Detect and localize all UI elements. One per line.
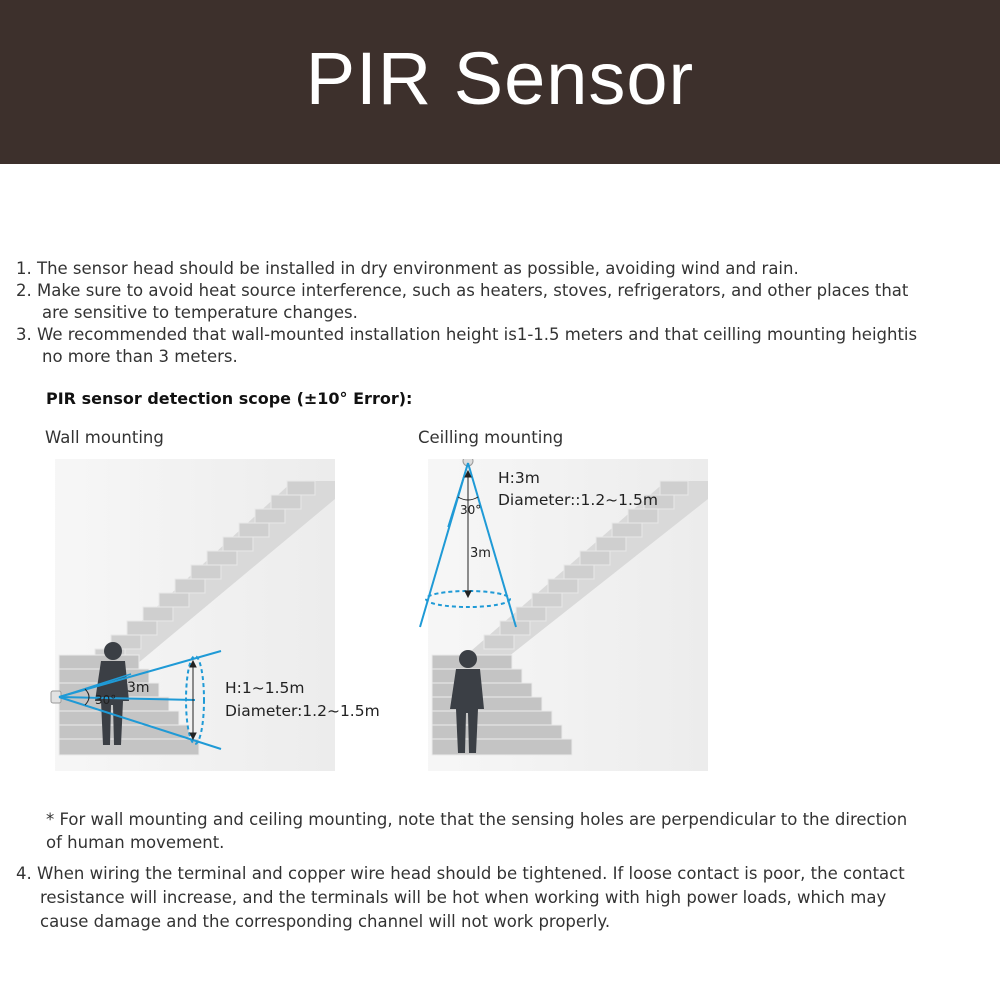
note-2: 2. Make sure to avoid heat source interf… xyxy=(16,281,909,300)
ceiling-angle-label: 30° xyxy=(460,503,482,517)
note-3: 3. We recommended that wall-mounted inst… xyxy=(16,325,918,344)
wiring-note: 4. When wiring the terminal and copper w… xyxy=(16,862,996,934)
note-4: 4. When wiring the terminal and copper w… xyxy=(16,864,905,883)
wall-height-label: H:1~1.5m xyxy=(225,679,305,697)
footnote-line-1: * For wall mounting and ceiling mounting… xyxy=(46,810,908,829)
ceiling-mounting-label: Ceilling mounting xyxy=(418,428,564,447)
wall-distance-label: 3m xyxy=(127,680,150,696)
staircase-icon xyxy=(418,459,708,771)
header-banner: PIR Sensor xyxy=(0,0,1000,164)
note-4-continued-1: resistance will increase, and the termin… xyxy=(40,888,887,907)
note-4-continued-2: cause damage and the corresponding chann… xyxy=(40,912,611,931)
page-title: PIR Sensor xyxy=(305,37,695,120)
note-2-continued: are sensitive to temperature changes. xyxy=(42,303,358,322)
ceiling-diameter-label: Diameter::1.2~1.5m xyxy=(498,491,658,509)
mounting-footnote: * For wall mounting and ceiling mounting… xyxy=(46,808,986,854)
staircase-icon xyxy=(45,459,335,771)
person-silhouette-icon xyxy=(450,650,484,753)
wall-angle-label: 30° xyxy=(95,693,117,707)
wall-mounting-label: Wall mounting xyxy=(45,428,164,447)
ceiling-mounting-diagram: 30° 3m xyxy=(418,459,708,771)
footnote-line-2: of human movement. xyxy=(46,833,225,852)
detection-scope-title: PIR sensor detection scope (±10° Error): xyxy=(46,389,413,408)
wall-diameter-label: Diameter:1.2~1.5m xyxy=(225,702,380,720)
ceiling-height-label: H:3m xyxy=(498,469,540,487)
wall-mounting-diagram: 30° 3m xyxy=(45,459,335,771)
note-1: 1. The sensor head should be installed i… xyxy=(16,259,799,278)
ceiling-distance-label: 3m xyxy=(470,546,491,561)
note-3-continued: no more than 3 meters. xyxy=(42,347,238,366)
